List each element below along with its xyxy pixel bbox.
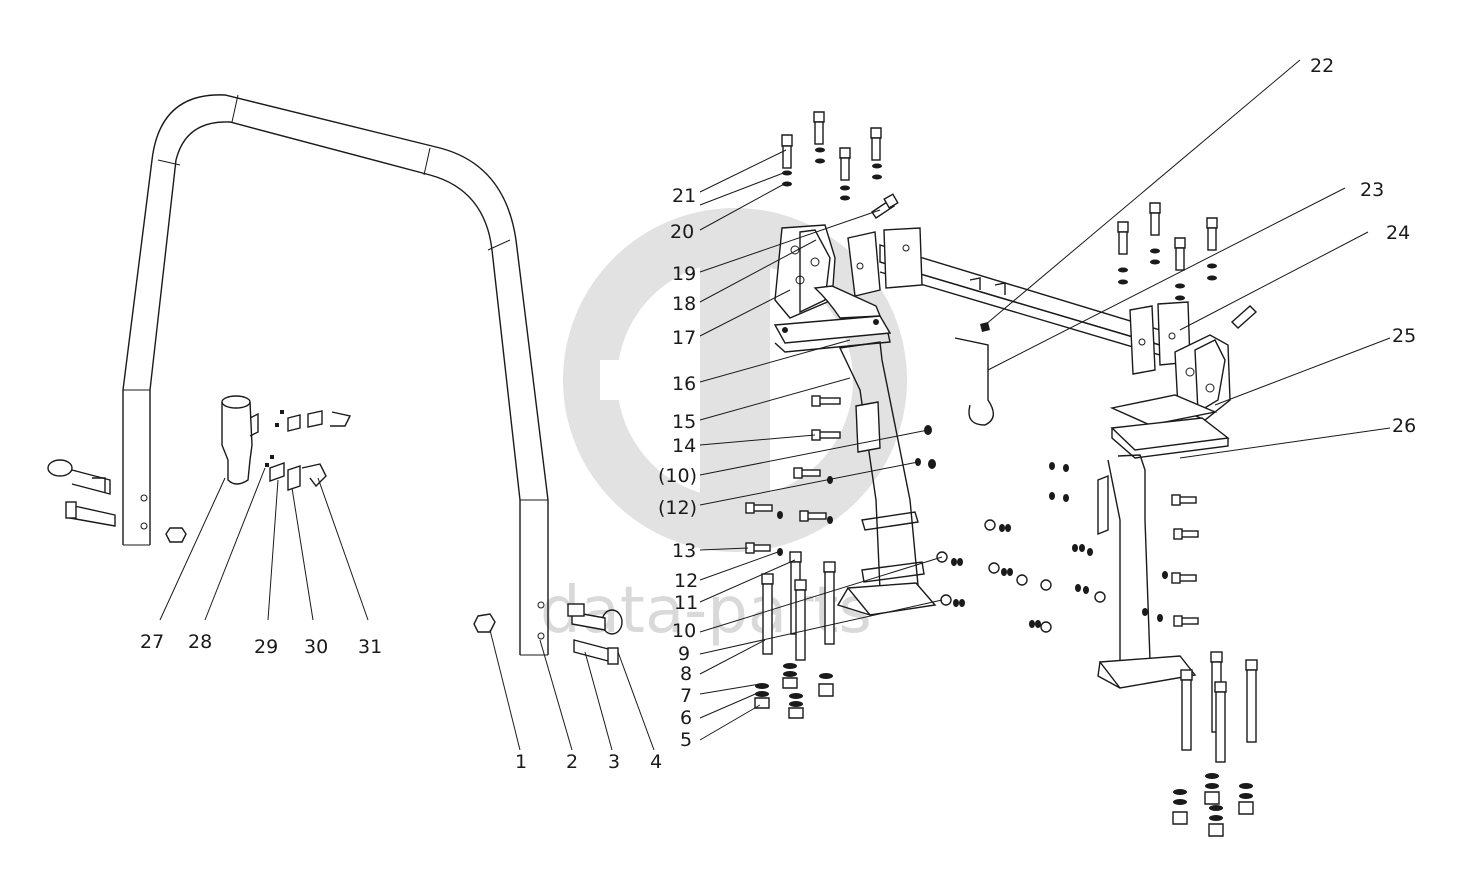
callout-21: 21	[672, 185, 696, 207]
callout-30: 30	[304, 636, 328, 658]
callout-13: 13	[672, 540, 696, 562]
leader-lines	[159, 59, 1391, 751]
callout-11: 11	[674, 592, 698, 614]
callout-labels: 1 2 3 4 5 6 7 8 9 10 11 12 13 14 (10) (1…	[140, 55, 1416, 773]
callout-18: 18	[672, 293, 696, 315]
callout-15: 15	[672, 411, 696, 433]
long-bolts-lower-right	[1172, 651, 1258, 837]
callout-28: 28	[188, 631, 212, 653]
left-mount-bracket	[773, 224, 937, 616]
callout-12-ref: (12)	[658, 497, 697, 519]
callout-25: 25	[1392, 325, 1416, 347]
roll-bar-frame	[122, 94, 549, 656]
lock-pin-left	[47, 459, 187, 543]
callout-31: 31	[358, 636, 382, 658]
callout-14: 14	[672, 435, 696, 457]
long-bolts-lower-left	[754, 551, 836, 719]
bolt-set-top-left	[781, 111, 899, 219]
side-bolts-left	[745, 395, 936, 556]
callout-24: 24	[1386, 222, 1410, 244]
callout-6: 6	[680, 707, 692, 729]
callout-20: 20	[670, 221, 694, 243]
callout-23: 23	[1360, 179, 1384, 201]
callout-5: 5	[680, 729, 692, 751]
callout-4: 4	[650, 751, 662, 773]
callout-1: 1	[515, 751, 527, 773]
callout-19: 19	[672, 263, 696, 285]
side-bolts-right	[1142, 494, 1199, 627]
callout-3: 3	[608, 751, 620, 773]
callout-26: 26	[1392, 415, 1416, 437]
callout-7: 7	[680, 685, 692, 707]
callout-10: 10	[672, 620, 696, 642]
callout-12: 12	[674, 570, 698, 592]
washers-middle	[936, 462, 1106, 633]
socket-tube	[221, 395, 259, 485]
callout-8: 8	[680, 663, 692, 685]
callout-16: 16	[672, 373, 696, 395]
callout-10-ref: (10)	[658, 465, 697, 487]
callout-29: 29	[254, 636, 278, 658]
callout-22: 22	[1310, 55, 1334, 77]
callout-2: 2	[566, 751, 578, 773]
bolt-set-top-right	[1117, 202, 1258, 329]
hook-hanger	[954, 322, 994, 426]
right-mount-bracket	[1097, 334, 1231, 689]
callout-27: 27	[140, 631, 164, 653]
small-hardware-set	[265, 410, 352, 491]
callout-17: 17	[672, 327, 696, 349]
watermark-text: data-parts	[540, 574, 872, 648]
rollbar-lower-hardware	[473, 603, 623, 665]
callout-9: 9	[678, 643, 690, 665]
